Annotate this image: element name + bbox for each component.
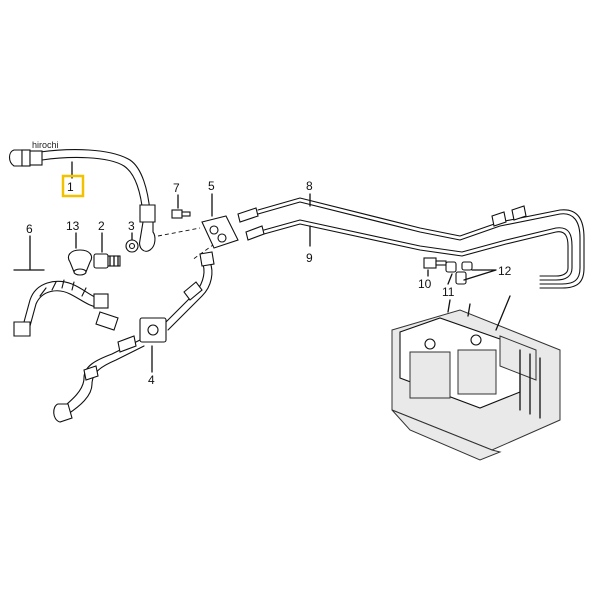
callout-6-leader xyxy=(13,235,45,271)
callout-9-label[interactable]: 9 xyxy=(306,251,313,265)
callout-5-label[interactable]: 5 xyxy=(208,179,215,193)
callout-4-label[interactable]: 4 xyxy=(148,373,155,387)
callout-1-label[interactable]: 1 xyxy=(67,180,74,194)
connector-dashed-line xyxy=(191,239,221,261)
watermark-text: hirochi xyxy=(32,140,59,150)
part-12-clip[interactable] xyxy=(455,261,473,285)
callout-7-label[interactable]: 7 xyxy=(173,181,180,195)
callout-10-label[interactable]: 10 xyxy=(418,277,432,291)
part-4-brake-line[interactable] xyxy=(53,251,215,423)
callout-12-leader xyxy=(463,269,497,281)
callout-13-label[interactable]: 13 xyxy=(66,219,80,233)
connector-dashed-line xyxy=(157,227,201,237)
line-fittings xyxy=(491,205,527,227)
callout-1-highlight-box xyxy=(61,174,85,198)
callout-6-label[interactable]: 6 xyxy=(26,222,33,236)
callout-3-label[interactable]: 3 xyxy=(128,219,135,233)
part-1-brake-hose[interactable] xyxy=(8,149,156,252)
part-13-nut[interactable] xyxy=(67,249,93,276)
part-2-banjo-bolt[interactable] xyxy=(93,253,121,269)
callout-11-leader xyxy=(447,273,453,285)
abs-hydraulic-unit[interactable] xyxy=(391,295,561,461)
callout-12-label[interactable]: 12 xyxy=(498,264,512,278)
part-8-brake-line[interactable] xyxy=(257,197,585,289)
part-9-brake-line[interactable] xyxy=(263,219,573,281)
part-7-bolt[interactable] xyxy=(171,209,191,219)
part-6-hose[interactable] xyxy=(13,279,119,337)
callout-11-label[interactable]: 11 xyxy=(442,285,455,299)
part-3-washer[interactable] xyxy=(125,239,139,253)
callout-8-label[interactable]: 8 xyxy=(306,179,313,193)
part-11-clip[interactable] xyxy=(445,261,457,273)
part-5-bracket[interactable] xyxy=(201,207,265,249)
part-10-bolt[interactable] xyxy=(423,257,447,269)
callout-2-label[interactable]: 2 xyxy=(98,219,105,233)
